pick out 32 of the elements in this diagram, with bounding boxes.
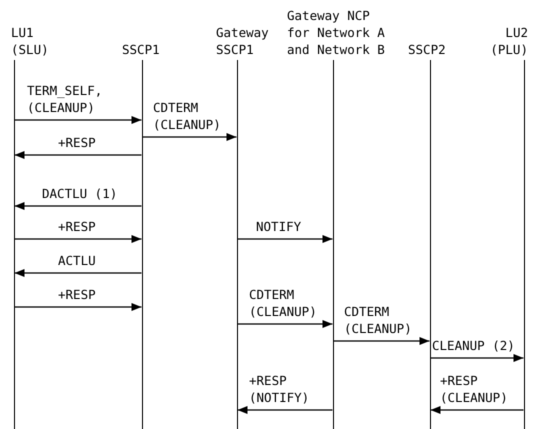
message-arrow <box>238 235 332 243</box>
message-label: CDTERM (CLEANUP) <box>249 286 318 320</box>
message-arrow <box>334 337 430 345</box>
message-label: +RESP <box>58 286 96 303</box>
participant-label: SSCP2 <box>408 41 447 58</box>
message-label: DACTLU (1) <box>42 185 118 202</box>
message-arrow <box>14 303 142 311</box>
message-label: TERM_SELF, (CLEANUP) <box>27 82 104 116</box>
message-label: +RESP <box>58 134 96 151</box>
participant-label: SSCP1 <box>122 41 161 58</box>
message-label: ACTLU <box>58 252 96 269</box>
message-arrow <box>14 235 142 243</box>
message-arrow <box>14 151 142 159</box>
message-label: +RESP <box>58 218 96 235</box>
message-arrow <box>14 202 142 210</box>
message-label: +RESP (NOTIFY) <box>249 372 310 406</box>
participant-label: Gateway SSCP1 <box>216 24 270 58</box>
message-arrow <box>14 116 142 124</box>
message-arrow <box>238 320 332 328</box>
message-arrow <box>14 269 142 277</box>
message-label: NOTIFY <box>256 218 302 235</box>
participant-label: Gateway NCP for Network A and Network B <box>287 7 386 58</box>
message-arrow <box>430 406 524 414</box>
message-arrow <box>238 406 332 414</box>
participant-label: LU2 (PLU) <box>489 24 528 58</box>
message-arrow <box>142 133 236 141</box>
message-label: CLEANUP (2) <box>432 337 515 354</box>
message-label: CDTERM (CLEANUP) <box>153 99 222 133</box>
message-label: +RESP (CLEANUP) <box>440 372 509 406</box>
participant-label: LU1 (SLU) <box>11 24 50 58</box>
message-arrow <box>430 354 524 362</box>
message-label: CDTERM (CLEANUP) <box>344 303 413 337</box>
